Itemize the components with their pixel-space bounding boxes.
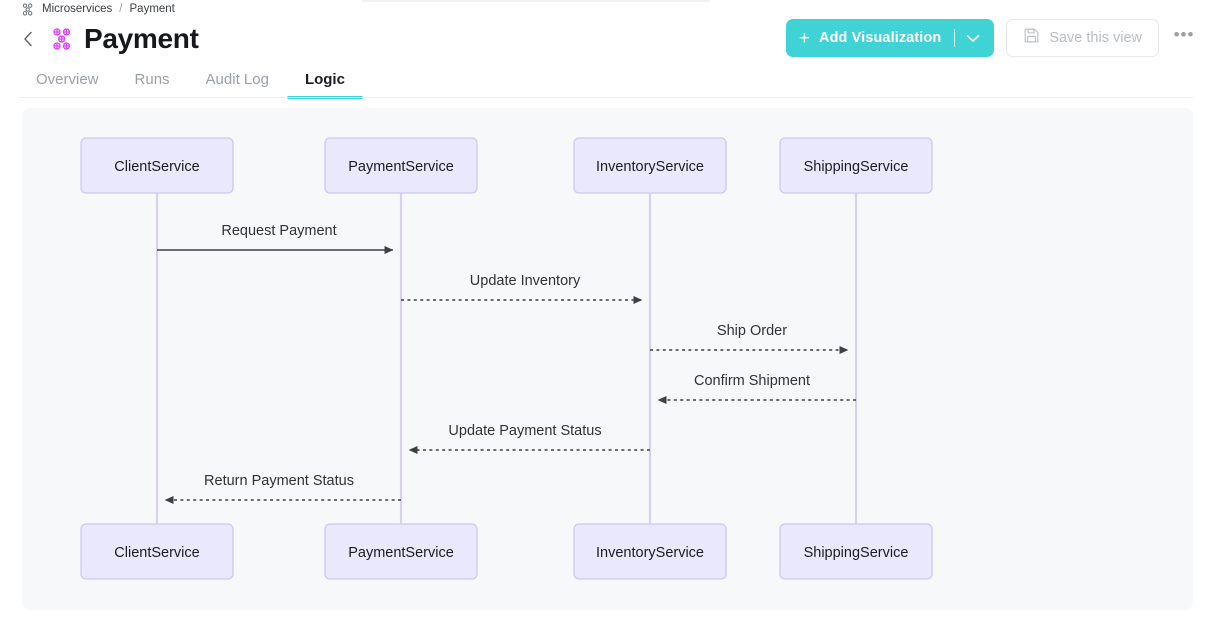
message-label: Confirm Shipment [694, 373, 810, 389]
participant-label: ShippingService [804, 545, 909, 561]
message-return-payment-status: Return Payment Status [164, 473, 401, 504]
page-header: Payment [18, 18, 199, 60]
message-label: Update Payment Status [448, 423, 601, 439]
title-nodes-cluster-icon [51, 27, 75, 51]
participant-label: ClientService [114, 159, 199, 175]
message-ship-order: Ship Order [650, 323, 849, 354]
participant-box-inventoryservice-top[interactable]: InventoryService [573, 137, 727, 194]
save-this-view-label: Save this view [1049, 30, 1142, 46]
message-label: Ship Order [717, 323, 787, 339]
logic-diagram-panel: ClientService PaymentService InventorySe… [22, 108, 1193, 610]
messages: Request Payment Update Inventory Ship Or… [157, 223, 856, 504]
breadcrumb-current: Payment [129, 3, 175, 15]
tab-runs[interactable]: Runs [134, 70, 170, 88]
tab-bar: Overview Runs Audit Log Logic [18, 62, 363, 99]
chevron-left-icon [24, 31, 32, 47]
button-divider [954, 29, 956, 47]
back-button[interactable] [18, 24, 38, 54]
tab-overview[interactable]: Overview [36, 70, 99, 88]
breadcrumb-root[interactable]: Microservices [42, 3, 113, 15]
participant-label: PaymentService [348, 159, 454, 175]
floppy-disk-save-icon [1023, 27, 1040, 49]
message-label: Return Payment Status [204, 473, 354, 489]
participant-label: InventoryService [596, 545, 704, 561]
participant-label: InventoryService [596, 159, 704, 175]
message-label: Request Payment [221, 223, 336, 239]
participant-box-paymentservice-top[interactable]: PaymentService [324, 137, 478, 194]
participant-box-clientservice-top[interactable]: ClientService [80, 137, 234, 194]
participant-box-paymentservice-bottom[interactable]: PaymentService [324, 523, 478, 580]
message-update-inventory: Update Inventory [401, 273, 643, 304]
participant-box-shippingservice-top[interactable]: ShippingService [779, 137, 933, 194]
header-actions: + Add Visualization Save this view [785, 19, 1197, 57]
participant-box-inventoryservice-bottom[interactable]: InventoryService [573, 523, 727, 580]
chevron-down-icon[interactable] [966, 34, 980, 43]
sequence-diagram: ClientService PaymentService InventorySe… [80, 137, 933, 580]
breadcrumb-separator: / [119, 3, 123, 15]
participant-box-clientservice-bottom[interactable]: ClientService [80, 523, 234, 580]
save-this-view-button[interactable]: Save this view [1006, 19, 1159, 57]
more-options-button[interactable]: ••• [1173, 25, 1195, 44]
participant-boxes-bottom: ClientService PaymentService InventorySe… [80, 523, 933, 580]
message-update-payment-status: Update Payment Status [408, 423, 650, 454]
participant-boxes-top: ClientService PaymentService InventorySe… [80, 137, 933, 194]
add-visualization-button[interactable]: + Add Visualization [785, 19, 995, 57]
participant-label: PaymentService [348, 545, 454, 561]
tab-bar-divider [18, 97, 1193, 98]
nodes-cluster-icon [22, 2, 35, 16]
participant-box-shippingservice-bottom[interactable]: ShippingService [779, 523, 933, 580]
message-request-payment: Request Payment [157, 223, 394, 254]
participant-label: ShippingService [804, 159, 909, 175]
message-label: Update Inventory [470, 273, 581, 289]
plus-icon: + [798, 27, 811, 49]
tab-logic[interactable]: Logic [286, 62, 363, 99]
panel-top-hairline [362, 0, 710, 2]
message-confirm-shipment: Confirm Shipment [657, 373, 856, 404]
tab-audit-log[interactable]: Audit Log [205, 70, 269, 88]
lifelines [155, 193, 858, 526]
add-visualization-label: Add Visualization [819, 30, 942, 46]
breadcrumb: Microservices / Payment [22, 1, 175, 17]
page-title: Payment [84, 23, 199, 54]
participant-label: ClientService [114, 545, 199, 561]
